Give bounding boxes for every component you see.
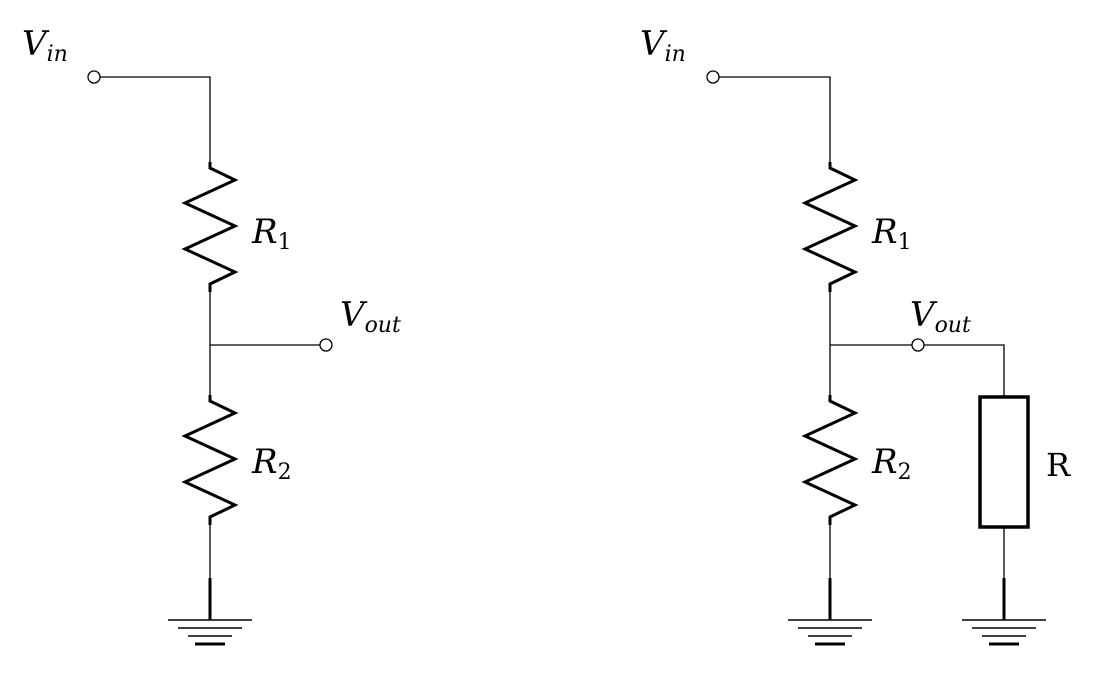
right-vin-label: Vin: [640, 24, 686, 67]
right-vout-label: Vout: [910, 295, 971, 338]
right-r1-label: R1: [871, 212, 912, 255]
right-vout-terminal: [911, 338, 925, 352]
left-vin-label: Vin: [22, 24, 68, 67]
right-vin-terminal: [706, 70, 720, 84]
left-r2-label: R2: [251, 442, 292, 485]
load-resistor-box: [978, 395, 1030, 529]
right-r2-label: R2: [871, 442, 912, 485]
load-resistor-label: R: [1046, 446, 1071, 484]
right-vin-wire: [713, 76, 831, 162]
left-circuit: Vin R1 Vout R2: [22, 24, 401, 646]
left-ground-icon: [168, 619, 252, 646]
left-vout-terminal: [319, 338, 333, 352]
left-r1-label: R1: [251, 212, 292, 255]
right-circuit: Vin R1 Vout R2 R: [640, 24, 1071, 646]
left-vin-wire: [94, 76, 211, 162]
left-r2-resistor: [181, 395, 239, 525]
left-r1-resistor: [181, 162, 239, 292]
left-vout-label: Vout: [340, 295, 401, 338]
right-ground-icon: [788, 619, 872, 646]
load-ground-icon: [962, 619, 1046, 646]
left-vin-terminal: [87, 70, 101, 84]
right-r1-resistor: [801, 162, 859, 292]
right-vout-wire: [830, 344, 1005, 397]
right-r2-resistor: [801, 395, 859, 525]
